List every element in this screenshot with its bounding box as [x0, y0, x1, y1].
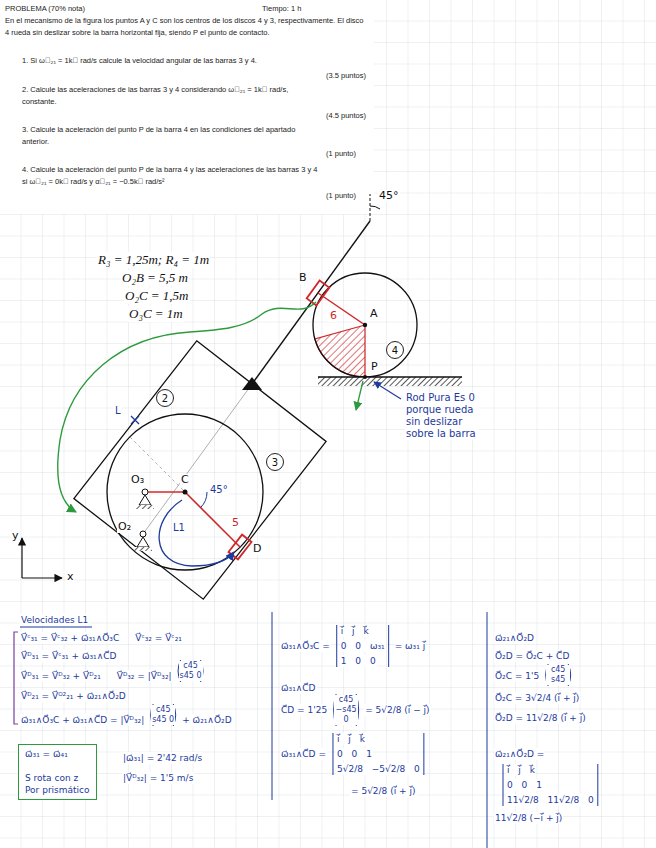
problem-text: (3.5 puntos)	[326, 70, 366, 82]
matrix-column: c45 −s45 0	[334, 695, 358, 725]
dimension-label: R₃ = 1,25m; R₄ = 1m	[97, 252, 210, 268]
matrix-column: c45 s45 0	[151, 705, 175, 725]
problem-text: En el mecanismo de la figura los puntos …	[5, 15, 365, 39]
determinant-row: i⃗ j⃗ k⃗	[340, 625, 370, 637]
disc-number-text: 3	[272, 457, 278, 468]
handwritten-formula: V⃗ᶜ₃₁ = V⃗ᶜ₃₂ + ω⃗₃₁∧O⃗₃C	[20, 632, 120, 644]
point-label: 45°	[378, 190, 400, 202]
disc-number: 3	[266, 453, 284, 471]
point-label: P	[370, 361, 379, 373]
handwritten-formula: |V⃗ᴰ₃₂| = 1'5 m/s	[122, 772, 194, 784]
matrix-column: c45 s45	[546, 665, 570, 685]
annotation: 45°	[209, 484, 229, 496]
handwritten-formula: ω⃗₂₁∧O⃗₂D =	[494, 748, 545, 760]
determinant-row: i⃗ j⃗ k⃗	[506, 764, 536, 776]
bracket-line	[503, 764, 504, 806]
handwritten-formula: |ω⃗₃₁| = 2'42 rad/s	[122, 752, 203, 764]
bracket-line	[388, 625, 389, 667]
handwritten-formula: ω⃗₃₁∧C⃗D	[280, 682, 317, 694]
determinant-row: i⃗ j⃗ k⃗	[336, 733, 366, 745]
point-label: A	[369, 308, 379, 320]
problem-text: (1 punto)	[326, 148, 356, 160]
handwritten-formula: ω⃗₃₁∧O⃗₃C =	[280, 640, 331, 652]
problem-text: (1 punto)	[326, 190, 356, 202]
note-text: Por prismático	[25, 784, 90, 796]
point-label: D	[252, 543, 262, 555]
dimension-label: O₃C = 1m	[128, 306, 184, 322]
handwritten-formula: V⃗ᴰ₂₁ = V⃗ᴼ²₂₁ + ω⃗₂₁∧O⃗₂D	[20, 690, 127, 702]
handwritten-formula: V⃗ᴰ₃₁ = V⃗ᶜ₃₁ + ω⃗₃₁∧C⃗D	[20, 650, 118, 662]
handwritten-formula: 11√2/8 (−i⃗ + j⃗)	[494, 812, 563, 824]
handwritten-formula: = 5√2/8 (i⃗ + j⃗)	[350, 785, 417, 797]
bracket-line	[332, 733, 333, 775]
disc-number-text: 4	[392, 345, 398, 356]
annotation: L	[114, 405, 122, 417]
point-label: B	[298, 272, 308, 284]
point-label: C	[180, 474, 190, 486]
point-label: x	[66, 571, 75, 583]
determinant-row: 11√2/8 11√2/8 0	[506, 794, 595, 806]
note-box: ω⃗₃₁ = ω⃗₄₁ S rota con zPor prismático	[18, 744, 97, 800]
point-label: y	[11, 530, 20, 542]
handwritten-formula: O⃗₂C = 3√2/4 (i⃗ + j⃗)	[494, 692, 580, 704]
handwritten-formula: Velocidades L1	[20, 614, 89, 626]
handwritten-formula: O⃗₂D = 11√2/8 (i⃗ + j⃗)	[494, 712, 587, 724]
problem-text: 3. Calcule la aceleración del punto P de…	[22, 124, 322, 148]
matrix-column: c45 s45 0	[179, 661, 203, 681]
problem-text: (4.5 puntos)	[326, 110, 366, 122]
point-label: O₃	[130, 474, 145, 486]
bracket-line	[336, 625, 337, 667]
annotation: Rod Pura Es 0 porque rueda sin deslizar …	[405, 392, 479, 440]
determinant-row: 0 0 ω₃₁	[340, 640, 386, 652]
handwritten-formula: + ω⃗₂₁∧O⃗₂D	[181, 714, 232, 726]
annotation: L1	[172, 522, 186, 534]
disc-number-text: 2	[162, 393, 168, 404]
handwritten-formula: V⃗ᶜ₃₂ = V⃗ᶜ₂₁	[134, 632, 183, 644]
dimension-label: O₂C = 1,5m	[124, 288, 190, 304]
bracket-line	[597, 764, 598, 806]
determinant-row: 1 0 0	[340, 655, 377, 667]
disc-number: 4	[386, 341, 404, 359]
handwritten-formula: ω⃗₃₁∧C⃗D =	[280, 748, 327, 760]
red-annotation: 6	[329, 310, 338, 322]
problem-text: 4. Calcule la aceleración del punto P de…	[22, 164, 322, 188]
note-text: ω⃗₃₁ = ω⃗₄₁	[25, 748, 90, 760]
handwritten-formula: = 5√2/8 (i⃗ − j⃗)	[364, 704, 431, 716]
determinant-row: 0 0 1	[336, 748, 373, 760]
handwritten-formula: V⃗ᴰ₃₁ = V⃗ᴰ₃₂ + V⃗ᴰ₂₁	[20, 670, 102, 682]
bracket-line	[423, 733, 424, 775]
determinant-row: 5√2/8 −5√2/8 0	[336, 763, 421, 775]
problem-text: Tiempo: 1 h	[262, 3, 301, 15]
handwritten-formula: ω⃗₂₁∧O⃗₂D	[494, 632, 535, 644]
handwritten-formula: V⃗ᴰ₃₂ = |V⃗ᴰ₃₂|	[116, 670, 173, 682]
dimension-label: O₂B = 5,5 m	[121, 270, 189, 286]
handwritten-formula: O⃗₂D = O⃗₂C + C⃗D	[494, 650, 570, 662]
point-label: O₂	[117, 521, 132, 533]
handwritten-formula: C⃗D = 1'25	[280, 704, 328, 716]
disc-number: 2	[156, 389, 174, 407]
note-text: S rota con z	[25, 772, 90, 784]
handwritten-formula: O⃗₂C = 1'5	[494, 670, 540, 682]
problem-text: 2. Calcule las aceleraciones de las barr…	[22, 84, 322, 108]
problem-text: PROBLEMA (70% nota)	[5, 3, 85, 15]
problem-text: 1. Si ω⃗₂₁ = 1k⃗ rad/s calcule la veloci…	[22, 55, 322, 67]
determinant-row: 0 0 1	[506, 779, 543, 791]
handwritten-formula: = ω₃₁ j⃗	[394, 640, 427, 652]
red-annotation: 5	[231, 517, 240, 529]
handwritten-formula: ω⃗₃₁∧O⃗₃C + ω⃗₃₁∧C⃗D = |V⃗ᴰ₃₂|	[20, 714, 145, 726]
